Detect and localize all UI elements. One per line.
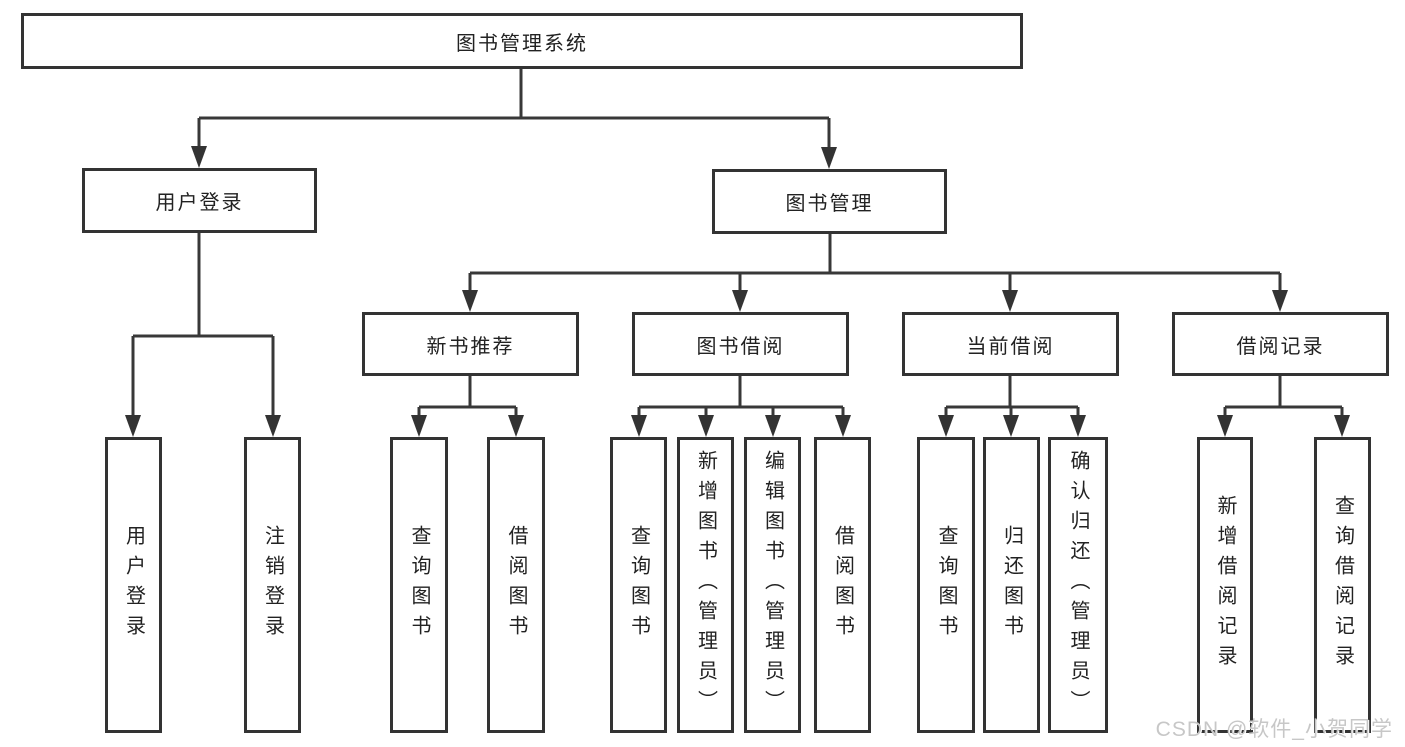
arrowhead-icons bbox=[125, 146, 1350, 437]
leaf-label: 注销登录 bbox=[261, 525, 284, 645]
node-current-borrowing: 当前借阅 bbox=[902, 312, 1119, 376]
leaf-query-book: 查询图书 bbox=[917, 437, 975, 733]
leaf-borrow-book: 借阅图书 bbox=[487, 437, 545, 733]
leaf-label: 查询图书 bbox=[627, 525, 650, 645]
node-book-borrowing: 图书借阅 bbox=[632, 312, 849, 376]
leaf-logout: 注销登录 bbox=[244, 437, 301, 733]
leaf-label: 查询图书 bbox=[408, 525, 430, 645]
node-label: 借阅记录 bbox=[1236, 335, 1325, 358]
node-label: 图书管理 bbox=[785, 193, 874, 215]
leaf-edit-book-admin: 编辑图书（管理员） bbox=[744, 437, 801, 733]
leaf-add-borrow-record: 新增借阅记录 bbox=[1197, 437, 1253, 733]
leaf-label: 借阅图书 bbox=[831, 525, 854, 645]
node-label: 用户登录 bbox=[155, 192, 244, 214]
leaf-borrow-book: 借阅图书 bbox=[814, 437, 871, 733]
leaf-label: 新增借阅记录 bbox=[1214, 495, 1236, 675]
leaf-confirm-return-admin: 确认归还（管理员） bbox=[1048, 437, 1108, 733]
leaf-query-borrow-record: 查询借阅记录 bbox=[1314, 437, 1371, 733]
node-borrowing-records: 借阅记录 bbox=[1172, 312, 1389, 376]
leaf-user-login: 用户登录 bbox=[105, 437, 162, 733]
leaf-return-book: 归还图书 bbox=[983, 437, 1040, 733]
leaf-query-book: 查询图书 bbox=[390, 437, 448, 733]
leaf-label: 归还图书 bbox=[1000, 525, 1023, 645]
leaf-add-book-admin: 新增图书（管理员） bbox=[677, 437, 734, 733]
node-user-login: 用户登录 bbox=[82, 168, 317, 233]
leaf-label: 编辑图书（管理员） bbox=[761, 450, 784, 720]
node-label: 新书推荐 bbox=[426, 335, 515, 358]
leaf-label: 新增图书（管理员） bbox=[694, 450, 717, 720]
csdn-watermark: CSDN @软件_小贺同学 bbox=[1155, 718, 1393, 741]
leaf-label: 借阅图书 bbox=[505, 525, 527, 645]
node-label: 图书管理系统 bbox=[456, 32, 588, 55]
leaf-query-book: 查询图书 bbox=[610, 437, 667, 733]
leaf-label: 查询借阅记录 bbox=[1331, 495, 1354, 675]
node-book-management: 图书管理 bbox=[712, 169, 947, 234]
leaf-label: 用户登录 bbox=[122, 525, 145, 645]
node-new-book-recommend: 新书推荐 bbox=[362, 312, 579, 376]
leaf-label: 确认归还（管理员） bbox=[1067, 450, 1089, 720]
node-label: 当前借阅 bbox=[966, 335, 1055, 358]
node-library-system: 图书管理系统 bbox=[21, 13, 1023, 69]
leaf-label: 查询图书 bbox=[935, 525, 957, 645]
node-label: 图书借阅 bbox=[696, 335, 785, 358]
